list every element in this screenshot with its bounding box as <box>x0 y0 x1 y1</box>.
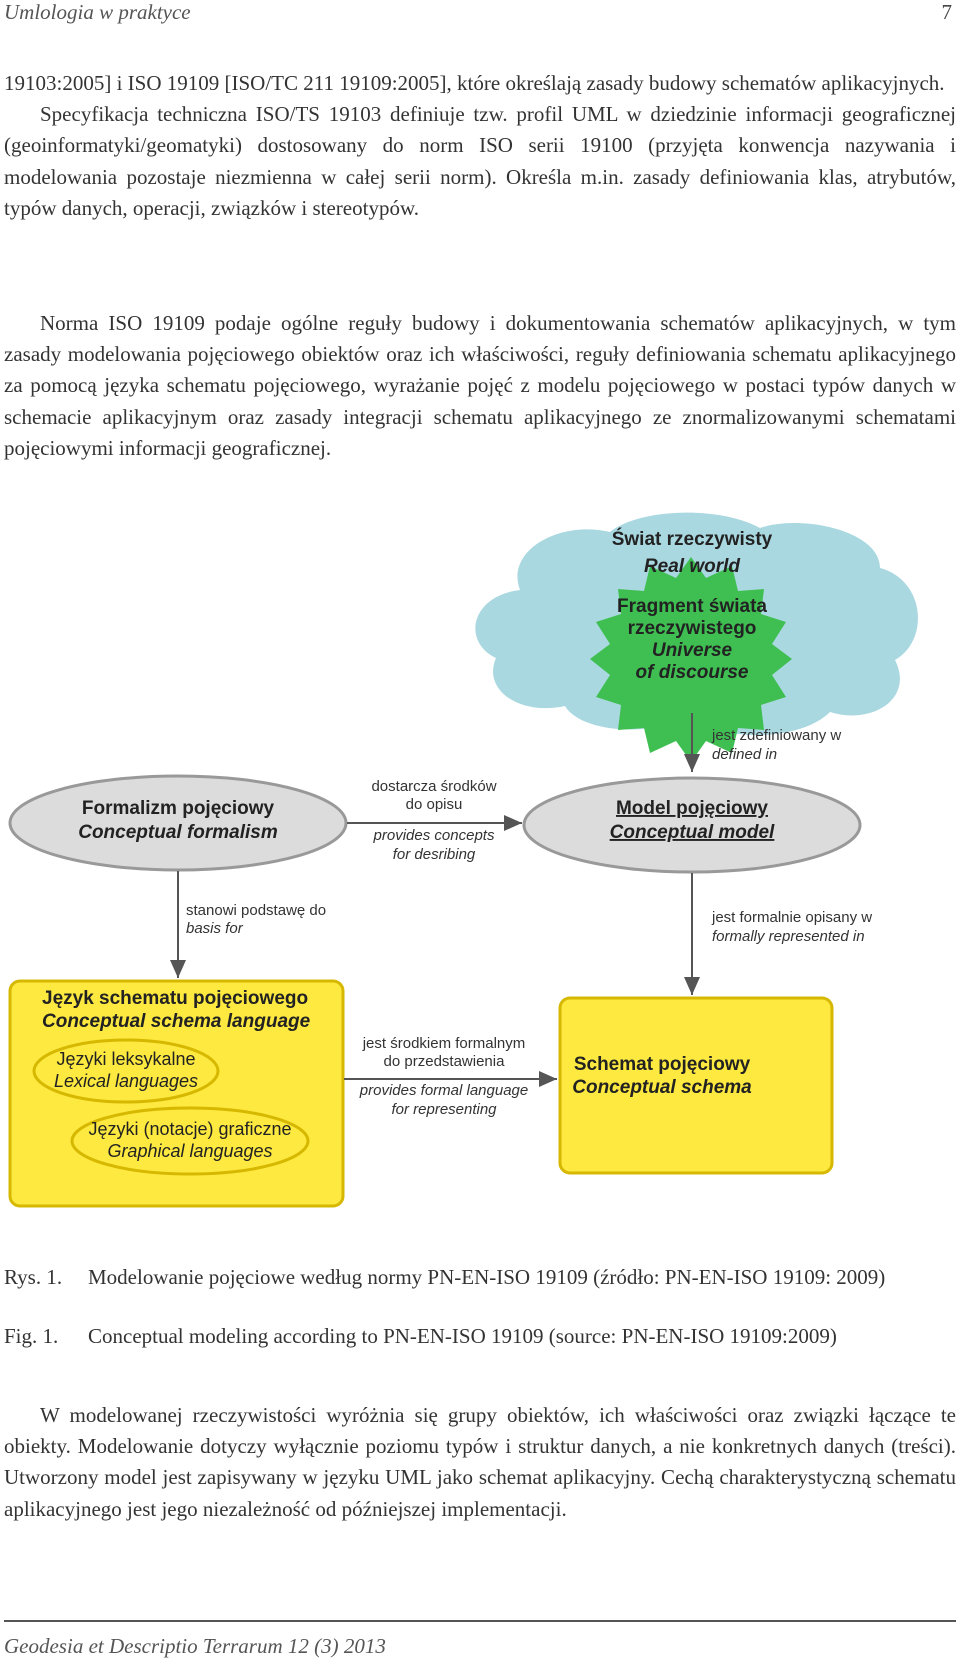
arrow-provides-concepts-label-pl2: do opisu <box>406 796 463 813</box>
arrow-formal-language-label-pl1: jest środkiem formalnym <box>362 1035 526 1052</box>
footer-divider <box>4 1620 956 1622</box>
real-world-label-pl: Świat rzeczywisty <box>612 528 773 550</box>
schema-box <box>558 996 834 1175</box>
arrow-formal-language-label-en1: provides formal language <box>359 1082 528 1099</box>
conceptual-modeling-diagram: Świat rzeczywisty Real world Fragment św… <box>8 512 918 1208</box>
universe-label-en1: Universe <box>652 640 733 661</box>
schema-label-en: Conceptual schema <box>572 1077 752 1098</box>
formalism-ellipse <box>8 774 348 872</box>
real-world-label-en: Real world <box>644 556 740 577</box>
graphical-label-pl: Języki (notacje) graficzne <box>88 1119 291 1139</box>
lexical-label-en: Lexical languages <box>54 1071 198 1091</box>
caption-text-en: Conceptual modeling according to PN-EN-I… <box>88 1324 837 1348</box>
arrow-formal-language-label-pl2: do przedstawienia <box>384 1053 506 1070</box>
running-title: Umlologia w praktyce <box>4 0 191 24</box>
universe-label-pl1: Fragment świata <box>617 596 767 617</box>
caption-label-pl: Rys. 1. <box>4 1265 63 1289</box>
language-label-pl: Język schematu pojęciowego <box>42 988 308 1009</box>
universe-label-en2: of discourse <box>636 662 749 683</box>
paragraph-iso-19109: Norma ISO 19109 podaje ogólne reguły bud… <box>4 311 956 460</box>
arrow-defined-in-label-en: defined in <box>712 746 777 763</box>
paragraph-continuation: 19103:2005] i ISO 19109 [ISO/TC 211 1910… <box>4 71 945 95</box>
arrow-formal-language-label-en2: for representing <box>391 1101 497 1118</box>
arrow-provides-concepts-label-en2: for desribing <box>393 846 476 863</box>
paragraph-modeling: W modelowanej rzeczywistości wyróżnia si… <box>4 1403 956 1521</box>
model-label-en: Conceptual model <box>610 822 775 843</box>
formalism-label-en: Conceptual formalism <box>78 822 278 843</box>
journal-footer: Geodesia et Descriptio Terrarum 12 (3) 2… <box>4 1634 386 1658</box>
arrow-provides-concepts-label-pl1: dostarcza środków <box>371 778 496 795</box>
arrow-formally-represented-label-pl: jest formalnie opisany w <box>711 909 872 926</box>
caption-label-en: Fig. 1. <box>4 1324 59 1348</box>
schema-label-pl: Schemat pojęciowy <box>574 1054 751 1075</box>
lexical-ellipse <box>32 1038 220 1104</box>
arrow-provides-concepts-label-en1: provides concepts <box>373 827 495 844</box>
formalism-label-pl: Formalizm pojęciowy <box>82 798 275 819</box>
universe-label-pl2: rzeczywistego <box>628 618 757 639</box>
arrow-formally-represented-label-en: formally represented in <box>712 928 865 945</box>
arrow-basis-for-label-en: basis for <box>186 920 244 937</box>
caption-text-pl: Modelowanie pojęciowe według normy PN-EN… <box>88 1265 886 1289</box>
graphical-label-en: Graphical languages <box>107 1141 272 1161</box>
lexical-label-pl: Języki leksykalne <box>56 1049 195 1069</box>
paragraph-iso-19103: 19103:2005] i ISO 19109 [ISO/TC 211 1910… <box>4 68 956 224</box>
paragraph-specification: Specyfikacja techniczna ISO/TS 19103 def… <box>4 102 956 220</box>
graphical-ellipse <box>70 1106 310 1176</box>
page-number: 7 <box>941 0 953 24</box>
model-ellipse <box>522 776 862 874</box>
universe-starburst <box>590 557 792 762</box>
arrow-basis-for-label-pl: stanowi podstawę do <box>186 902 326 919</box>
arrow-defined-in-label-pl: jest zdefiniowany w <box>711 727 841 744</box>
model-label-pl: Model pojęciowy <box>616 798 768 819</box>
language-label-en: Conceptual schema language <box>42 1011 311 1032</box>
